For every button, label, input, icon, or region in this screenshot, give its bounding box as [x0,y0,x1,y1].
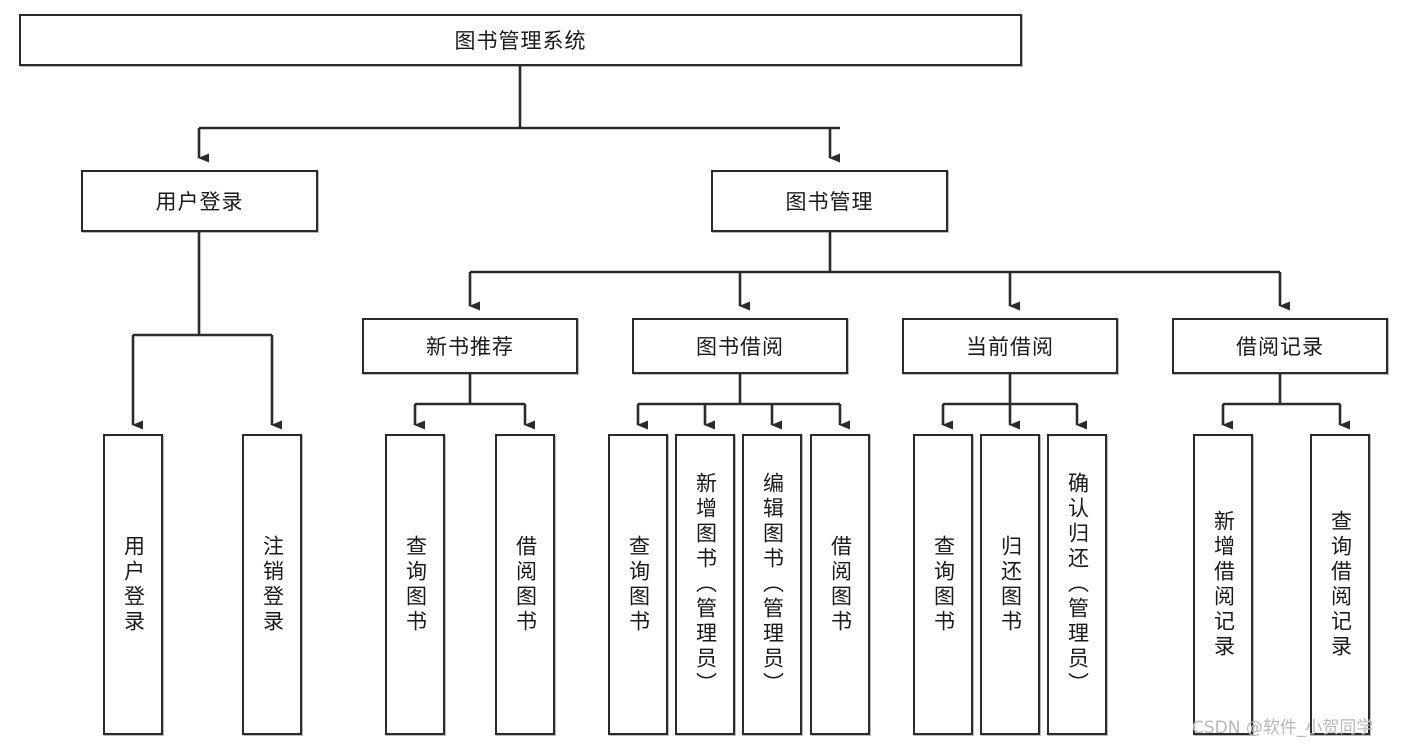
node-leaf-rec-query-label: 查询图书 [403,534,428,635]
node-borrow-record[interactable]: 借阅记录 [1172,318,1388,374]
node-leaf-bb-add-label: 新增图书（管理员） [693,472,718,697]
node-root[interactable]: 图书管理系统 [19,14,1022,66]
node-leaf-bb-borrow[interactable]: 借阅图书 [810,434,870,735]
csdn-watermark: CSDN @软件_小贺同学 [1192,718,1374,738]
node-leaf-bb-add[interactable]: 新增图书（管理员） [675,434,735,735]
node-leaf-cb-confirm[interactable]: 确认归还（管理员） [1047,434,1107,735]
node-book-borrow-label: 图书借阅 [696,335,784,359]
node-leaf-bb-query-label: 查询图书 [626,534,651,635]
node-leaf-br-add-label: 新增借阅记录 [1211,509,1236,660]
node-book-manage-label: 图书管理 [785,190,874,214]
node-user-login[interactable]: 用户登录 [81,170,318,232]
node-leaf-cb-query-label: 查询图书 [931,534,956,635]
node-user-login-label: 用户登录 [155,190,244,214]
node-leaf-cb-return-label: 归还图书 [998,534,1023,635]
node-leaf-rec-query[interactable]: 查询图书 [385,434,445,735]
node-leaf-br-add[interactable]: 新增借阅记录 [1193,434,1253,735]
node-leaf-cb-confirm-label: 确认归还（管理员） [1065,472,1090,697]
node-leaf-logout[interactable]: 注销登录 [242,434,302,735]
node-leaf-br-query[interactable]: 查询借阅记录 [1310,434,1370,735]
node-borrow-record-label: 借阅记录 [1236,335,1324,359]
node-new-book-rec[interactable]: 新书推荐 [362,318,578,374]
node-new-book-rec-label: 新书推荐 [426,335,514,359]
node-leaf-bb-edit-label: 编辑图书（管理员） [760,472,785,697]
node-leaf-bb-query[interactable]: 查询图书 [608,434,668,735]
node-leaf-br-query-label: 查询借阅记录 [1328,509,1353,660]
node-root-label: 图书管理系统 [454,29,587,53]
node-leaf-logout-label: 注销登录 [260,534,285,635]
node-current-borrow[interactable]: 当前借阅 [902,318,1118,374]
node-book-manage[interactable]: 图书管理 [711,170,948,232]
node-current-borrow-label: 当前借阅 [966,335,1054,359]
node-leaf-bb-borrow-label: 借阅图书 [828,534,853,635]
node-leaf-cb-return[interactable]: 归还图书 [980,434,1040,735]
node-leaf-user-login-label: 用户登录 [121,534,146,635]
node-leaf-rec-borrow-label: 借阅图书 [513,534,538,635]
node-leaf-cb-query[interactable]: 查询图书 [913,434,973,735]
node-leaf-user-login[interactable]: 用户登录 [103,434,163,735]
node-leaf-bb-edit[interactable]: 编辑图书（管理员） [742,434,802,735]
node-book-borrow[interactable]: 图书借阅 [632,318,848,374]
node-leaf-rec-borrow[interactable]: 借阅图书 [495,434,555,735]
